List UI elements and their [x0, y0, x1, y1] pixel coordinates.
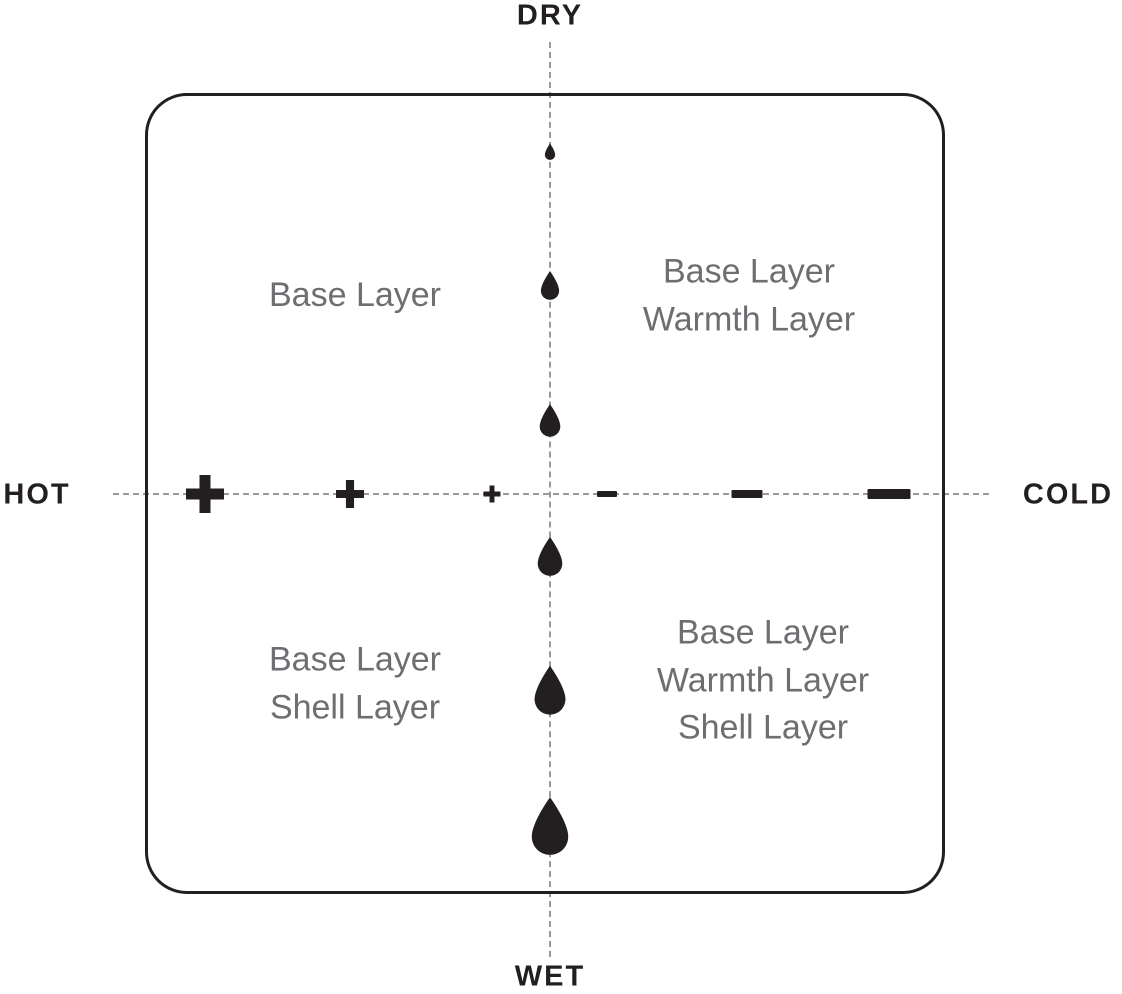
droplet-icon: [527, 797, 573, 857]
minus-icon: [597, 491, 617, 497]
quadrant-line: Base Layer: [269, 276, 441, 315]
axis-label-dry: DRY: [516, 0, 584, 32]
droplet-icon: [544, 143, 557, 161]
minus-icon: [731, 490, 763, 498]
droplet-icon: [535, 536, 566, 578]
quadrant-label-bottom-right: Base Layer Warmth Layer Shell Layer: [657, 610, 869, 753]
quadrant-label-bottom-left: Base Layer Shell Layer: [269, 636, 441, 731]
quadrant-line: Shell Layer: [677, 708, 849, 747]
axis-label-cold: COLD: [1022, 478, 1114, 511]
droplet-icon: [537, 404, 563, 438]
plus-icon: [186, 475, 224, 513]
quadrant-line: Warmth Layer: [656, 661, 870, 700]
minus-icon: [867, 489, 911, 499]
quadrant-label-top-right: Base Layer Warmth Layer: [643, 248, 855, 343]
quadrant-line: Warmth Layer: [642, 300, 856, 338]
quadrant-line: Base Layer: [269, 640, 441, 679]
plus-icon: [336, 480, 364, 508]
droplet-icon: [531, 665, 570, 717]
axis-label-wet: WET: [514, 960, 586, 993]
diagram-border: [145, 93, 945, 894]
vertical-axis-line: [549, 42, 551, 957]
quadrant-line: Base Layer: [676, 613, 849, 652]
quadrant-line: Shell Layer: [269, 688, 441, 726]
droplet-icon: [539, 271, 562, 301]
plus-icon: [483, 485, 501, 503]
quadrant-label-top-left: Base Layer: [269, 272, 441, 320]
horizontal-axis-line: [113, 493, 989, 495]
quadrant-line: Base Layer: [662, 252, 835, 291]
axis-label-hot: HOT: [3, 478, 71, 511]
